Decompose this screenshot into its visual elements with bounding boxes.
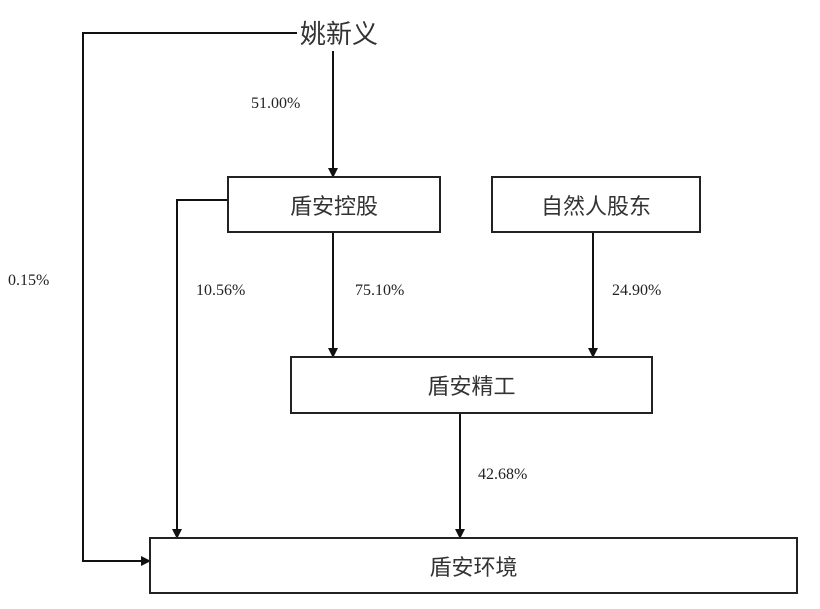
node-root: 姚新义 <box>298 14 381 51</box>
label-jinggong-target: 42.68% <box>478 466 528 483</box>
node-jinggong-label: 盾安精工 <box>427 375 516 400</box>
node-target: 盾安环境 <box>149 537 798 594</box>
node-natural: 自然人股东 <box>491 176 701 233</box>
node-holding: 盾安控股 <box>227 176 441 233</box>
label-holding-target: 10.56% <box>196 282 246 299</box>
node-jinggong: 盾安精工 <box>290 356 653 414</box>
label-root-target: 0.15% <box>8 272 50 289</box>
label-root-holding: 51.00% <box>251 95 301 112</box>
label-natural-jinggong: 24.90% <box>612 282 662 299</box>
node-natural-label: 自然人股东 <box>540 194 651 220</box>
label-holding-jinggong: 75.10% <box>355 282 405 299</box>
node-holding-label: 盾安控股 <box>289 194 378 220</box>
node-target-label: 盾安环境 <box>429 555 518 581</box>
edge-root-target <box>82 32 297 566</box>
edge-holding-target <box>172 199 228 539</box>
